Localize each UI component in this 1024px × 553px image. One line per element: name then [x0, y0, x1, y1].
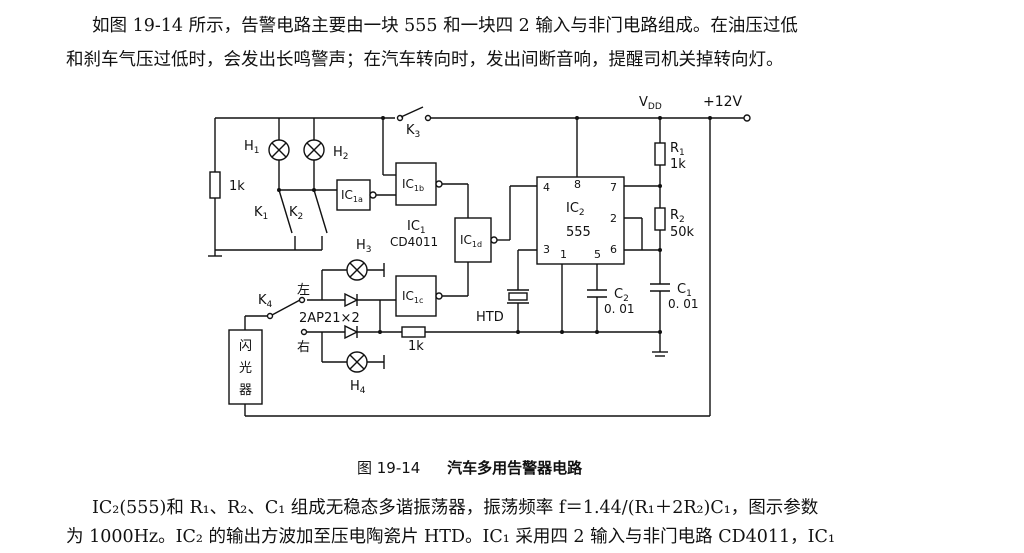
right-label: 右: [297, 340, 310, 355]
resistor-1k-bottom: [401, 326, 426, 338]
vdd-label: VDD: [639, 95, 662, 112]
c2-value: 0. 01: [604, 302, 635, 316]
pin-6: 6: [610, 243, 617, 256]
ic1a-label: IC1a: [341, 188, 363, 204]
gate-ic1d: [454, 217, 492, 263]
htd-label: HTD: [476, 310, 504, 325]
r1-value: 1k: [670, 157, 686, 172]
gate-ic1c: [395, 275, 437, 317]
pin-1: 1: [560, 248, 567, 261]
k2-label: K2: [289, 205, 303, 222]
h1-label: H1: [244, 139, 260, 156]
body-line-2: 为 1000Hz。IC₂ 的输出方波加至压电陶瓷片 HTD。IC₁ 采用四 2 …: [66, 527, 835, 547]
r-bottom-label: 1k: [408, 339, 424, 354]
pin-3: 3: [543, 243, 550, 256]
k4-label: K4: [258, 293, 273, 310]
ic1-label: IC1: [407, 219, 426, 236]
k2-switch: [313, 189, 328, 234]
c2-label: C2: [614, 287, 629, 304]
pin-8: 8: [574, 178, 581, 191]
ic2-type: 555: [566, 225, 591, 240]
caption-number: 图 19-14: [357, 459, 421, 477]
h4-label: H4: [350, 379, 366, 396]
intro-line-2: 和刹车气压过低时，会发出长鸣警声；在汽车转向时，发出间断音响，提醒司机关掉转向灯…: [66, 50, 784, 70]
k3-label: K3: [406, 123, 420, 140]
supply-label: +12V: [703, 94, 743, 110]
diode-right: [344, 324, 359, 340]
resistor-1k-left: [209, 171, 221, 199]
r-left-label: 1k: [229, 179, 245, 194]
ic2-label: IC2: [566, 201, 585, 218]
k1-switch: [278, 189, 293, 234]
r2-label: R2: [670, 208, 685, 225]
left-label: 左: [297, 283, 310, 298]
c1-value: 0. 01: [668, 297, 699, 311]
flasher-char-2: 光: [239, 361, 252, 376]
r2-value: 50k: [670, 225, 695, 240]
h3-label: H3: [356, 238, 372, 255]
supply-terminal: [743, 114, 751, 122]
cd4011-label: CD4011: [390, 235, 438, 249]
ic1b-label: IC1b: [402, 177, 424, 193]
ic1d-label: IC1d: [460, 233, 482, 249]
flasher-box: [228, 329, 263, 405]
resistor-r2: [654, 207, 666, 231]
intro-line-1: 如图 19-14 所示，告警电路主要由一块 555 和一块四 2 输入与非门电路…: [92, 16, 798, 36]
pin-7: 7: [610, 181, 617, 194]
resistor-r1: [654, 142, 666, 166]
flasher-char-1: 闪: [239, 339, 252, 354]
pin-5: 5: [594, 248, 601, 261]
c1-label: C1: [677, 282, 692, 299]
caption-title: 汽车多用告警器电路: [447, 459, 583, 477]
flasher-char-3: 器: [239, 383, 252, 398]
h2-label: H2: [333, 145, 349, 162]
diode-left: [344, 292, 359, 308]
diodes-label: 2AP21×2: [299, 311, 360, 326]
ic1c-label: IC1c: [402, 289, 423, 305]
pin-2: 2: [610, 212, 617, 225]
body-line-1: IC₂(555)和 R₁、R₂、C₁ 组成无稳态多谐振荡器，振荡频率 f＝1.4…: [92, 498, 819, 518]
r1-label: R1: [670, 141, 685, 158]
pin-4: 4: [543, 181, 550, 194]
k3-switch: [400, 106, 424, 118]
figure-caption: 图 19-14 汽车多用告警器电路: [357, 457, 582, 478]
ic2-555: [536, 176, 625, 265]
k4-switch: [271, 299, 301, 316]
k1-label: K1: [254, 205, 268, 222]
